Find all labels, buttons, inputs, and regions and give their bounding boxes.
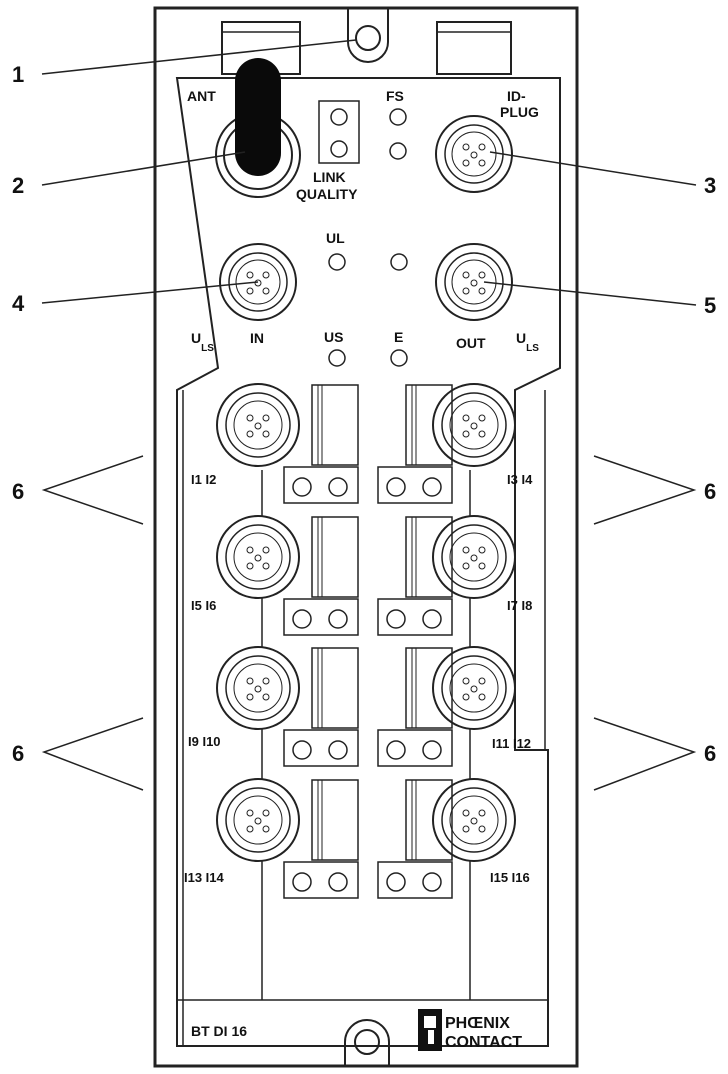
- input-connector-rows: [216, 383, 516, 899]
- input-label-right-4: I15 I16: [490, 870, 530, 885]
- uls-sub-left: LS: [201, 343, 214, 354]
- input-connector-left-1: [216, 383, 300, 467]
- input-connector-left-3: [216, 646, 300, 730]
- out-label: OUT: [456, 335, 486, 351]
- input-module-right-4: [377, 779, 453, 899]
- brand-line1: PHŒNIX: [445, 1015, 510, 1032]
- fs-led: [389, 108, 407, 126]
- input-module-right-2: [377, 516, 453, 636]
- link-quality-label-line2: QUALITY: [296, 186, 358, 202]
- input-led: [328, 740, 348, 760]
- ant-label: ANT: [187, 88, 216, 104]
- us-label: US: [324, 329, 343, 345]
- input-led: [422, 740, 442, 760]
- antenna: [235, 58, 281, 176]
- ul-led: [328, 253, 346, 271]
- input-led: [292, 477, 312, 497]
- uls-main-right: U: [516, 330, 526, 346]
- input-connector-right-4: [432, 778, 516, 862]
- callout-3: 3: [704, 173, 716, 198]
- input-module-right-1: [377, 384, 453, 504]
- antenna-connector: [215, 58, 301, 198]
- input-led: [292, 872, 312, 892]
- input-led: [328, 477, 348, 497]
- input-led: [386, 740, 406, 760]
- input-label-right-2: I7 I8: [507, 598, 532, 613]
- input-led: [328, 872, 348, 892]
- uls-label-left: ULS: [191, 330, 214, 354]
- uls-main-left: U: [191, 330, 201, 346]
- brand-line2: CONTACT: [445, 1034, 522, 1051]
- input-label-left-2: I5 I6: [191, 598, 216, 613]
- input-label-right-1: I3 I4: [507, 472, 533, 487]
- input-label-left-1: I1 I2: [191, 472, 216, 487]
- input-module-right-3: [377, 647, 453, 767]
- callout-lines: [41, 39, 697, 791]
- bottom-mounting-hole: [344, 1019, 390, 1066]
- power-out-connector: [435, 243, 513, 321]
- callout-6-upper-left: 6: [12, 479, 24, 504]
- id-plug-label-line1: ID-: [507, 88, 526, 104]
- input-connector-left-4: [216, 778, 300, 862]
- callout-6-upper-right: 6: [704, 479, 716, 504]
- input-connector-right-1: [432, 383, 516, 467]
- uls-label-right: ULS: [516, 330, 539, 354]
- fs-label: FS: [386, 88, 404, 104]
- in-label: IN: [250, 330, 264, 346]
- uls-sub-right: LS: [526, 343, 539, 354]
- input-led: [386, 477, 406, 497]
- input-led: [422, 872, 442, 892]
- callout-4: 4: [12, 291, 25, 316]
- input-led: [292, 609, 312, 629]
- link-quality-label-line1: LINK: [313, 169, 346, 185]
- input-led: [292, 740, 312, 760]
- link-quality-led-1: [330, 108, 348, 126]
- input-label-right-3: I11 I12: [492, 736, 531, 751]
- link-quality-led-2: [330, 140, 348, 158]
- callout-2: 2: [12, 173, 24, 198]
- e-led: [390, 349, 408, 367]
- model-label: BT DI 16: [191, 1023, 247, 1039]
- id-plug-label-line2: PLUG: [500, 104, 539, 120]
- callout-5: 5: [704, 293, 716, 318]
- input-led: [386, 872, 406, 892]
- callout-1: 1: [12, 62, 24, 87]
- input-connector-right-2: [432, 515, 516, 599]
- input-led: [386, 609, 406, 629]
- input-led: [328, 609, 348, 629]
- us-led: [328, 349, 346, 367]
- input-module-left-4: [283, 779, 359, 899]
- link-quality-box: [318, 100, 360, 164]
- input-connector-right-3: [432, 646, 516, 730]
- input-label-left-4: I13 I14: [184, 870, 225, 885]
- input-module-left-2: [283, 516, 359, 636]
- input-led: [422, 477, 442, 497]
- id-plug-connector: [435, 115, 513, 193]
- ul-label: UL: [326, 230, 345, 246]
- input-label-left-3: I9 I10: [188, 734, 221, 749]
- input-led: [422, 609, 442, 629]
- phoenix-contact-logo: [418, 1009, 442, 1051]
- callout-6-lower-right: 6: [704, 741, 716, 766]
- top-mounting-hole: [347, 8, 389, 63]
- fs-led-2: [389, 142, 407, 160]
- top-right-tab: [436, 21, 512, 75]
- callout-6-lower-left: 6: [12, 741, 24, 766]
- input-module-left-1: [283, 384, 359, 504]
- ul-led-2: [390, 253, 408, 271]
- input-module-left-3: [283, 647, 359, 767]
- e-label: E: [394, 329, 403, 345]
- input-connector-left-2: [216, 515, 300, 599]
- front-panel-outline: [175, 77, 561, 1047]
